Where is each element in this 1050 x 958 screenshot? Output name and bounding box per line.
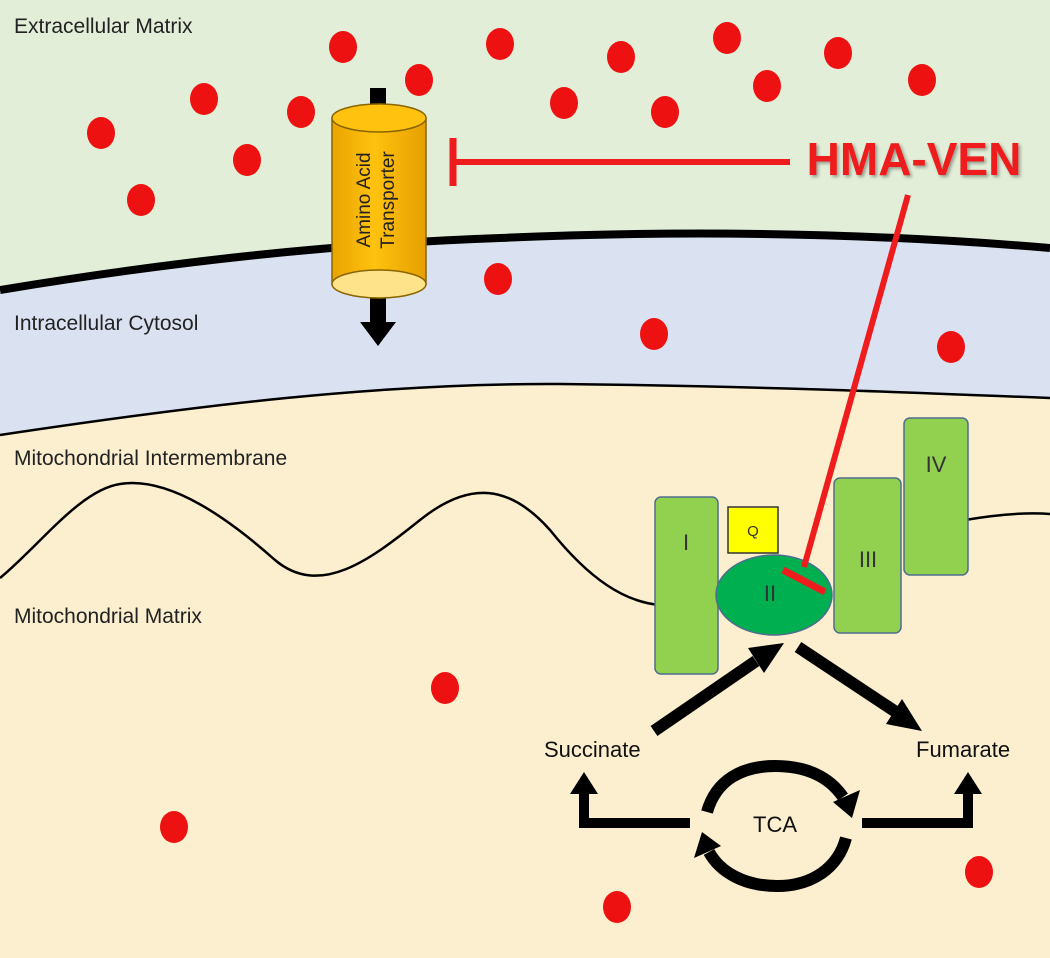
succinate-arrow-head xyxy=(748,643,784,673)
extracellular-label: Extracellular Matrix xyxy=(14,15,193,38)
amino-acid-dot xyxy=(824,37,852,69)
inhibition-lines xyxy=(449,138,911,596)
amino-acid-dot xyxy=(640,318,668,350)
succinate-label: Succinate xyxy=(544,737,641,762)
drug-label: HMA-VEN xyxy=(807,133,1022,185)
succinate-fumarate-arrows xyxy=(650,641,922,736)
complex-1 xyxy=(654,496,719,675)
plasma-membrane xyxy=(0,229,1050,294)
amino-acid-dot xyxy=(908,64,936,96)
tca-to-succinate-head xyxy=(570,772,598,794)
matrix-label: Mitochondrial Matrix xyxy=(14,605,202,628)
complex-4 xyxy=(903,417,969,576)
extracellular-region xyxy=(0,0,1050,290)
electron-transport-chain: I Q IV III II xyxy=(654,417,969,675)
amino-acid-dot xyxy=(405,64,433,96)
mitochondrial-outer-membrane xyxy=(0,382,1050,437)
fumarate-arrow-head xyxy=(886,699,922,731)
amino-acid-dot xyxy=(329,31,357,63)
tca-upper-arc xyxy=(701,759,848,814)
cytosol-label: Intracellular Cytosol xyxy=(14,312,198,335)
amino-acid-dot xyxy=(550,87,578,119)
complex-2-label: II xyxy=(764,581,776,606)
intermembrane-label: Mitochondrial Intermembrane xyxy=(14,447,287,470)
complex2-inhibition-line xyxy=(801,194,911,568)
coenzyme-q xyxy=(727,506,779,554)
amino-acid-dot xyxy=(603,891,631,923)
complex-4-label: IV xyxy=(926,452,947,477)
amino-acid-dot xyxy=(484,263,512,295)
tca-to-fumarate-arrow xyxy=(862,790,973,828)
amino-acid-dot xyxy=(87,117,115,149)
tca-to-fumarate-head xyxy=(954,772,982,794)
complex-3 xyxy=(833,477,902,634)
tca-upper-arc-head xyxy=(833,790,860,818)
amino-acid-dot xyxy=(127,184,155,216)
coenzyme-q-label: Q xyxy=(747,523,759,540)
mitochondrial-inner-membrane xyxy=(0,481,1050,607)
amino-acid-dot xyxy=(190,83,218,115)
cytosol-region xyxy=(0,233,1050,435)
fumarate-label: Fumarate xyxy=(916,737,1010,762)
tca-lower-arc-head xyxy=(694,832,721,858)
transport-arrow-head xyxy=(360,322,396,346)
succinate-to-complex2-arrow xyxy=(650,656,760,736)
complex-3-label: III xyxy=(859,547,877,572)
amino-acid-dot xyxy=(965,856,993,888)
amino-acid-dots xyxy=(87,22,993,923)
tca-cycle: TCA xyxy=(570,759,982,893)
complex2-to-fumarate-arrow xyxy=(794,641,900,718)
amino-acid-dot xyxy=(607,41,635,73)
transporter-label-line1: Amino Acid xyxy=(354,152,375,247)
amino-acid-dot xyxy=(651,96,679,128)
transporter-label-line2: Transporter xyxy=(378,151,399,249)
transporter-body xyxy=(331,117,427,285)
amino-acid-dot xyxy=(160,811,188,843)
transporter-top-cap xyxy=(331,103,427,133)
amino-acid-dot xyxy=(431,672,459,704)
amino-acid-dot xyxy=(486,28,514,60)
amino-acid-dot xyxy=(937,331,965,363)
amino-acid-dot xyxy=(287,96,315,128)
complex-1-label: I xyxy=(683,530,689,555)
complex2-inhibition-bar xyxy=(781,566,827,596)
complex-2 xyxy=(715,554,833,636)
amino-acid-dot xyxy=(233,144,261,176)
tca-label: TCA xyxy=(753,812,797,837)
amino-acid-transporter: Amino Acid Transporter xyxy=(331,103,427,299)
tca-to-succinate-arrow xyxy=(579,790,690,828)
amino-acid-dot xyxy=(713,22,741,54)
transporter-bottom-cap xyxy=(331,269,427,299)
amino-acid-dot xyxy=(753,70,781,102)
tca-lower-arc xyxy=(703,836,852,893)
